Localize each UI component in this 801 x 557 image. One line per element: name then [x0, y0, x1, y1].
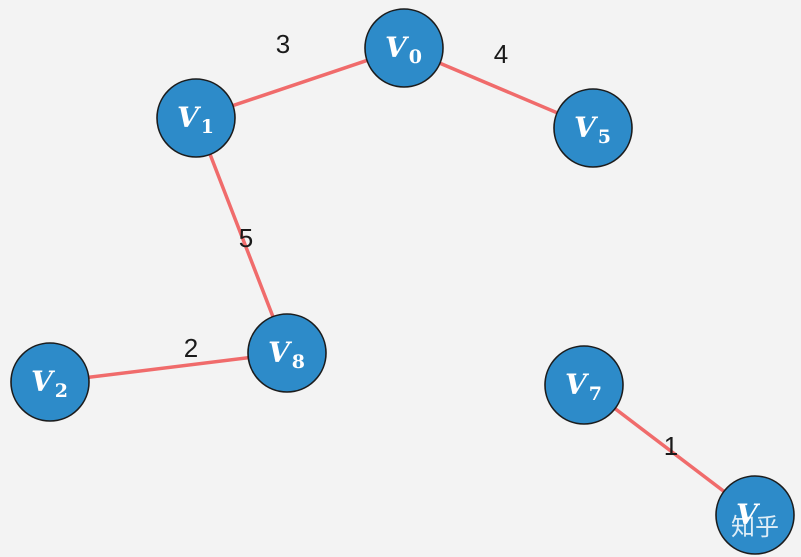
node-circle-v8 [247, 313, 327, 393]
node-subscript-v2: 2 [55, 380, 68, 402]
node-subscript-v0: 0 [409, 46, 422, 68]
node-circle-v1 [156, 78, 236, 158]
node-circle-v2 [10, 342, 90, 422]
node-subscript-v1: 1 [201, 116, 214, 138]
node-letter-v5: V [574, 111, 599, 144]
node-letter-v0: V [385, 31, 410, 64]
node-subscript-v5: 5 [598, 126, 611, 148]
node-letter-v2: V [31, 365, 56, 398]
edges-layer [48, 46, 757, 517]
node-circle-v7 [544, 345, 624, 425]
node-letter-v7: V [565, 368, 590, 401]
zhihu-watermark: 知乎 [731, 513, 779, 541]
node-letter-v8: V [268, 336, 293, 369]
node-circle-v5 [553, 88, 633, 168]
node-label-v6: V [736, 498, 761, 531]
edge-weight-v1-v8: 5 [239, 223, 253, 253]
node-subscript-v8: 8 [292, 351, 305, 373]
node-letter-v6: V [736, 498, 761, 531]
edge-weight-v1-v0: 3 [276, 29, 290, 59]
node-subscript-v7: 7 [589, 383, 602, 405]
node-circle-v0 [364, 8, 444, 88]
edge-weight-v7-v6: 1 [664, 431, 678, 461]
node-circle-v6 [715, 475, 795, 555]
edge-weight-v0-v5: 4 [494, 39, 508, 69]
node-letter-v1: V [177, 101, 202, 134]
node-v6: V [715, 475, 795, 555]
edge-v1-v8 [194, 116, 289, 355]
edge-weight-v2-v8: 2 [184, 333, 198, 363]
weights-layer: 3 4 5 2 1 [184, 29, 678, 461]
